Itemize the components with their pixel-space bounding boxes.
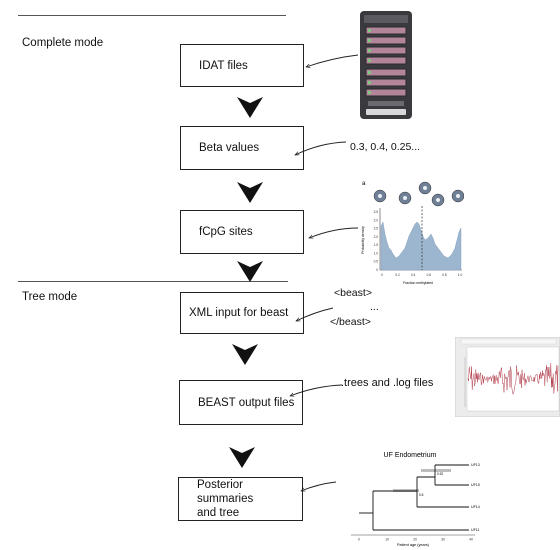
cell-icons <box>373 181 464 207</box>
beta-values-example: 0.3, 0.4, 0.25... <box>350 141 421 153</box>
phylogenetic-tree: UF Endometrium UF13 UF15 UF14 UF11 0.92 … <box>351 452 480 547</box>
histogram-xtick: 0.2 <box>395 273 400 277</box>
step-beast-output: BEAST output files <box>179 380 303 425</box>
complete-mode-label: Complete mode <box>22 37 104 49</box>
down-arrow-2 <box>237 182 263 203</box>
beast-output-files: .trees and .log files <box>341 377 434 389</box>
histogram-xlabel: Fraction methylated <box>403 281 433 285</box>
server-rack-image <box>360 11 412 119</box>
histogram-ytick: 1.5 <box>374 243 379 247</box>
step-label: IDAT files <box>199 59 248 72</box>
histogram-ytick: 2.5 <box>374 227 379 231</box>
tree-xtick: 10 <box>385 538 389 542</box>
tree-mode-label: Tree mode <box>22 291 78 303</box>
histogram-xtick: 0.8 <box>442 273 447 277</box>
step-idat-files: IDAT files <box>180 44 304 87</box>
step-label: XML input for beast <box>189 307 289 319</box>
xml-open-tag: <beast> <box>334 287 372 299</box>
arrow-values-to-beta <box>295 141 347 156</box>
step-fcpg-sites: fCpG sites <box>180 210 304 254</box>
histogram-ytick: 0.5 <box>374 260 379 264</box>
tree-title: UF Endometrium <box>384 452 437 459</box>
methylation-histogram: a 3.5 3.0 2.5 2.0 1.5 1.0 0.5 0 0 0.2 0.4 0.6 0.8 1.… <box>361 181 464 285</box>
step-label: Beta values <box>199 142 260 154</box>
arrow-files-to-output <box>290 384 343 396</box>
histogram-ytick: 1.0 <box>374 251 379 255</box>
tree-tip-uf11: UF11 <box>471 528 480 532</box>
step-beta-values: Beta values <box>180 126 304 170</box>
histogram-xtick: 0.6 <box>427 273 432 277</box>
mcmc-trace-plot <box>455 337 560 417</box>
tree-tip-uf14: UF14 <box>471 505 480 509</box>
step-xml-input: XML input for beast <box>180 292 304 334</box>
tree-xtick: 40 <box>469 538 473 542</box>
arrow-tree-to-posterior <box>301 481 337 491</box>
histogram-ylabel: Probability density <box>361 226 365 254</box>
tree-node-label-1: 0.92 <box>437 472 443 476</box>
down-arrow-4 <box>232 344 258 365</box>
tree-xtick: 0 <box>358 538 360 542</box>
down-arrow-1 <box>237 97 263 118</box>
tree-xlabel: Patient age (years) <box>397 543 430 547</box>
step-label: fCpG sites <box>199 226 253 238</box>
tree-xtick: 30 <box>441 538 445 542</box>
histogram-ytick: 0 <box>376 268 378 272</box>
arrow-hist-to-fcpg <box>309 227 359 238</box>
histogram-xtick: 1.0 <box>458 273 463 277</box>
histogram-density <box>380 221 462 271</box>
xml-close-tag: </beast> <box>330 316 371 328</box>
step-label: Posterior summaries and tree <box>197 479 254 519</box>
arrow-server-to-idat <box>306 54 359 67</box>
histogram-panel-letter: a <box>362 181 366 187</box>
arrow-xml-to-input <box>296 307 334 322</box>
histogram-ytick: 2.0 <box>374 235 379 239</box>
histogram-xtick: 0 <box>381 273 383 277</box>
mode-divider <box>18 281 288 282</box>
step-label: BEAST output files <box>198 396 295 409</box>
tree-tip-uf13: UF13 <box>471 463 480 467</box>
trace-line <box>467 362 559 396</box>
tree-node-label-2: 0.6 <box>419 493 424 497</box>
histogram-ytick: 3.5 <box>374 210 379 214</box>
step-posterior-summaries: Posterior summaries and tree <box>178 477 303 521</box>
xml-ellipsis: ... <box>370 301 379 313</box>
top-divider <box>18 15 286 16</box>
down-arrow-3 <box>237 261 263 282</box>
tree-tip-uf15: UF15 <box>471 483 480 487</box>
down-arrow-5 <box>229 447 255 468</box>
tree-xtick: 20 <box>413 538 417 542</box>
histogram-xtick: 0.4 <box>411 273 416 277</box>
histogram-ytick: 3.0 <box>374 218 379 222</box>
